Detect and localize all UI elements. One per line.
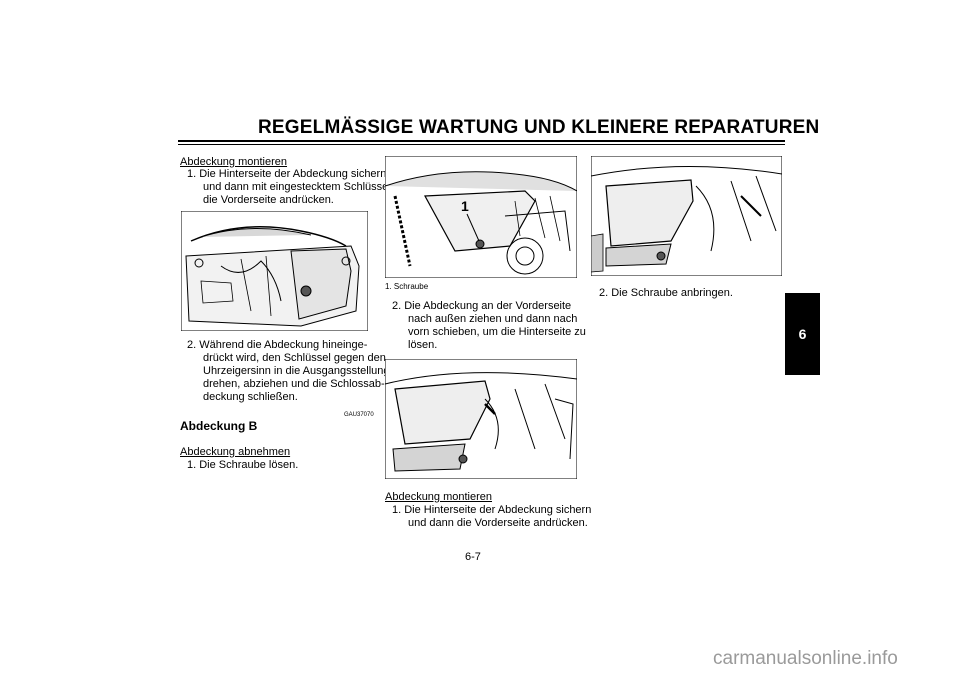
step-1-line-2: und dann mit eingestecktem Schlüssel xyxy=(203,181,391,193)
step-3-line-1: 1. Die Schraube lösen. xyxy=(187,459,299,471)
page-title: REGELMÄSSIGE WARTUNG UND KLEINERE REPARA… xyxy=(258,117,820,138)
step-2-line-2: drückt wird, den Schlüssel gegen den xyxy=(203,352,386,364)
col2-step-2-line-4: lösen. xyxy=(408,339,438,351)
step-1-line-1: 1. Die Hinterseite der Abdeckung sichern xyxy=(187,168,387,180)
col3-step-2-line-1: 2. Die Schraube anbringen. xyxy=(599,287,733,299)
col2-step-2-line-1: 2. Die Abdeckung an der Vorderseite xyxy=(392,300,572,312)
page-number: 6-7 xyxy=(465,551,481,563)
illustration-cover-b-screw xyxy=(385,156,577,278)
col2-step-2-line-3: vorn schieben, um die Hinterseite zu xyxy=(408,326,586,338)
col2-step-1-line-2: und dann die Vorderseite andrücken. xyxy=(408,517,588,529)
callout-number: 1 xyxy=(461,198,469,214)
reference-code: GAU37070 xyxy=(344,412,374,418)
illustration-cover-b-mount xyxy=(591,156,782,276)
subheading-cover-remove: Abdeckung abnehmen xyxy=(180,446,291,458)
col2-subheading-cover-install: Abdeckung montieren xyxy=(385,491,493,503)
section-heading-cover-b: Abdeckung B xyxy=(180,419,258,433)
step-1-line-3: die Vorderseite andrücken. xyxy=(203,194,334,206)
step-2-line-5: deckung schließen. xyxy=(203,391,298,403)
col2-step-1-line-1: 1. Die Hinterseite der Abdeckung sichern xyxy=(392,504,592,516)
illustration-cover-b-remove xyxy=(385,359,577,479)
watermark: carmanualsonline.info xyxy=(713,648,898,669)
step-2-line-3: Uhrzeigersinn in die Ausgangsstellung xyxy=(203,365,390,377)
section-tab[interactable]: 6 xyxy=(785,293,820,375)
step-2-line-1: 2. Während die Abdeckung hineinge- xyxy=(187,339,368,351)
step-2-line-4: drehen, abziehen und die Schlossab- xyxy=(203,378,385,390)
header-rule-thin xyxy=(178,144,785,145)
illustration-cover-a xyxy=(181,211,368,331)
header-rule xyxy=(178,140,785,142)
col2-step-2-line-2: nach außen ziehen und dann nach xyxy=(408,313,578,325)
figure-caption: 1. Schraube xyxy=(385,282,429,291)
subheading-cover-install: Abdeckung montieren xyxy=(180,156,288,168)
